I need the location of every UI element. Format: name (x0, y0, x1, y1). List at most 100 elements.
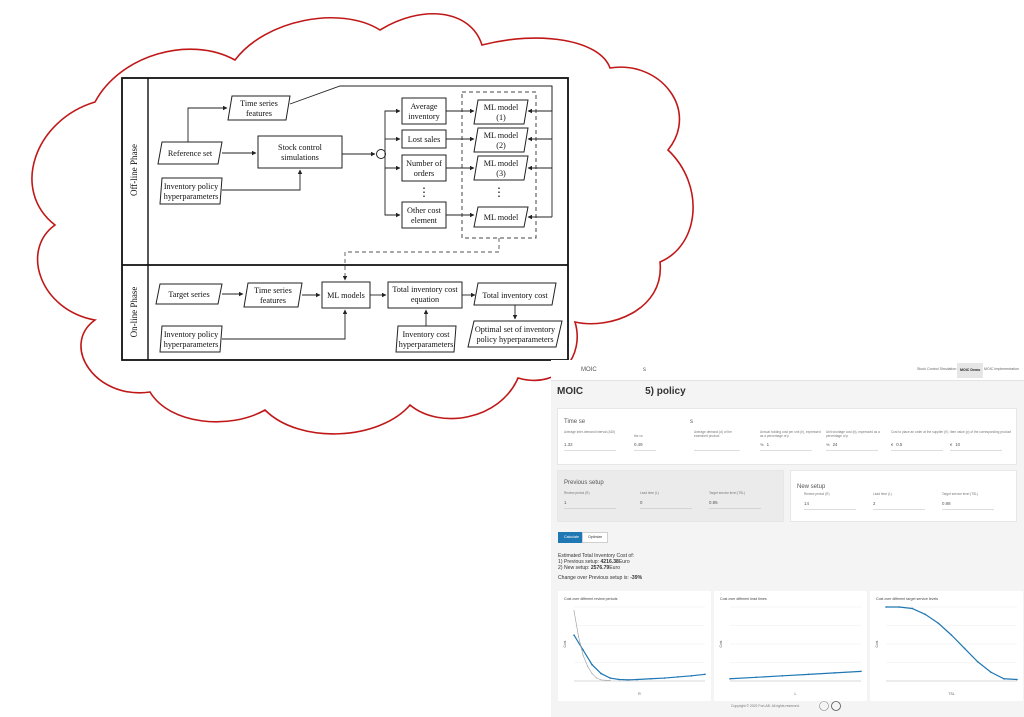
new-tsl-value: 0.98 (942, 501, 951, 506)
prev-review-period-label: Review period (R) (564, 491, 590, 495)
field-holding-cost: Annual holding cost per unit (h), expres… (760, 430, 822, 451)
footer-copyright: Copyright © 2022 ForLAB. All rights rese… (731, 704, 800, 708)
chart-target-service-levels-svg: Cost over different target service level… (875, 597, 1018, 696)
field-cv-label: the co (634, 434, 643, 438)
new-tsl-label: Target service level (TSL) (942, 492, 979, 496)
node-time-series-features-2 (243, 282, 303, 308)
new-lead-time-label: Lead time (L) (873, 492, 892, 496)
label-ml-model-2-l1: ML model (484, 131, 519, 140)
label-inv-policy-2-l2: hyperparameters (164, 340, 219, 349)
field-adi-input[interactable]: 1.32 (564, 442, 616, 451)
new-setup-title: New setup (797, 484, 826, 490)
chart-target-service-levels: Cost over different target service level… (870, 591, 1023, 701)
field-cv-input[interactable]: 0.49 (634, 442, 656, 451)
prev-tsl: Target service level (TSL) 0.95 (709, 491, 771, 509)
previous-setup-card: Previous setup Review period (R) 1 Lead … (557, 470, 784, 522)
results-new: 2) New setup: 2576.79Euro (558, 565, 620, 571)
nav-moic-implementation[interactable]: MOIC Implementation (984, 367, 1019, 371)
label-number-of-orders-l1: Number of (406, 159, 442, 168)
label-target-series: Target series (168, 290, 209, 299)
node-total-inventory-cost (473, 282, 557, 306)
chart-point (990, 671, 992, 673)
label-time-series-features-1-l1: Time series (240, 99, 278, 108)
field-demand-input[interactable] (694, 442, 740, 451)
field-adi-value: 1.32 (564, 442, 573, 447)
lab-logo-icon (831, 701, 841, 711)
chart-point (609, 679, 611, 681)
node-optimal-set (467, 320, 563, 348)
time-series-card-title-right: s (690, 419, 693, 425)
node-ml-model-1 (473, 99, 529, 125)
new-lead-time: Lead time (L) 2 (873, 492, 935, 510)
node-stock-control-simulations (257, 135, 343, 169)
field-item-value-input[interactable]: €10 (950, 442, 1002, 451)
field-shortage-cost-input[interactable]: %24 (826, 442, 878, 451)
new-tsl-input[interactable]: 0.98 (942, 501, 994, 510)
prev-review-period-input[interactable]: 1 (564, 500, 616, 509)
node-inventory-policy-hyperparameters-2 (159, 325, 223, 353)
new-review-period: Review period (R) 14 (804, 492, 866, 510)
online-connectors (222, 291, 518, 340)
chart-point (1016, 678, 1018, 681)
label-total-cost-eq-l2: equation (411, 295, 439, 304)
brand[interactable]: MOIC (581, 367, 597, 373)
calculate-button[interactable]: Calculate (558, 532, 585, 543)
prev-lead-time-value: 0 (640, 500, 643, 505)
label-stock-control-l2: simulations (281, 153, 319, 162)
dashed-transfer-connector (342, 238, 500, 281)
offline-phase-label: Off-line Phase (129, 144, 139, 196)
chart-point (950, 634, 953, 636)
chart-point (618, 678, 620, 681)
prev-tsl-input[interactable]: 0.95 (709, 500, 761, 509)
prev-tsl-value: 0.95 (709, 500, 718, 505)
results-change-prefix: Change over Previous setup is: (558, 575, 631, 581)
thought-cloud (31, 12, 694, 435)
field-demand-label: Average demand (d) of the examined produ… (694, 430, 732, 438)
chart-point (885, 606, 887, 608)
chart-point (578, 636, 580, 638)
chart-point (587, 665, 589, 667)
chart-point (729, 677, 731, 680)
label-total-inventory-cost: Total inventory cost (482, 291, 548, 300)
chart-point (591, 663, 593, 666)
label-ml-models: ML models (327, 291, 365, 300)
results-previous-unit: Euro (618, 559, 630, 565)
prev-tsl-label: Target service level (TSL) (709, 491, 746, 495)
prev-review-period: Review period (R) 1 (564, 491, 626, 509)
chart-point (600, 672, 602, 675)
moic-web-app: MOIC s Stock Control Simulation MOIC Dem… (551, 360, 1024, 717)
label-time-series-features-1-l2: features (246, 109, 272, 118)
field-order-cost-input[interactable]: €0.5 (891, 442, 943, 451)
optimize-button[interactable]: Optimize (582, 532, 609, 543)
results-previous-prefix: 1) Previous setup: (558, 559, 601, 565)
node-total-inventory-cost-equation (387, 281, 463, 309)
percent-icon: % (760, 442, 764, 447)
nav-moic-demo[interactable]: MOIC Demo (957, 363, 984, 378)
chart-point (663, 677, 666, 679)
label-average-inventory-l1: Average (410, 102, 437, 111)
time-series-card: Time se s Average inter-demand interval … (557, 408, 1017, 465)
label-other-cost-l1: Other cost (407, 206, 442, 215)
node-number-of-orders (401, 154, 447, 182)
chart-point (898, 606, 900, 608)
nav-stock-control-simulation[interactable]: Stock Control Simulation (917, 367, 957, 371)
chart-y-label: Cost (875, 640, 879, 647)
new-lead-time-input[interactable]: 2 (873, 501, 925, 510)
chart-title: Cost over different lead times (720, 597, 767, 601)
chart-point (924, 613, 927, 616)
ellipsis-models: ⋮ (493, 185, 505, 199)
chart-point (807, 673, 810, 676)
chart-point (649, 677, 652, 680)
chart-point (911, 607, 913, 610)
node-inventory-policy-hyperparameters-1 (159, 177, 223, 205)
new-setup-card: New setup Review period (R) 14 Lead time… (790, 470, 1017, 522)
footer-logos (819, 701, 841, 711)
label-inv-cost-hyper-l2: hyperparameters (399, 340, 454, 349)
time-series-card-title: Time se (564, 419, 586, 425)
new-review-period-input[interactable]: 14 (804, 501, 856, 510)
field-holding-cost-input[interactable]: %1 (760, 442, 812, 451)
prev-lead-time-input[interactable]: 0 (640, 500, 692, 509)
